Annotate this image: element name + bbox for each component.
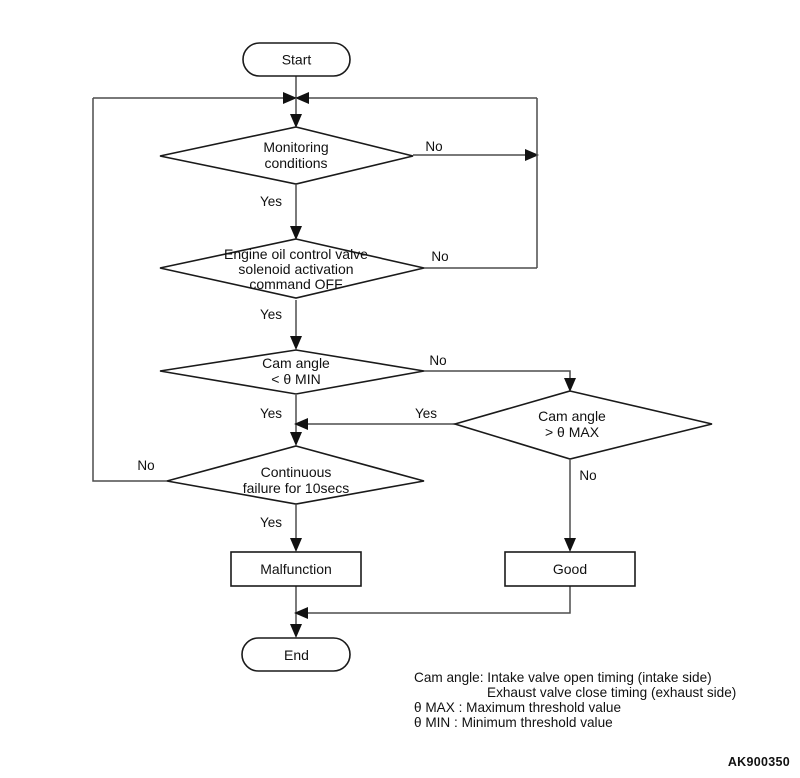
arrowhead-into-malfunction: [290, 538, 302, 552]
arrowhead-into-end: [290, 624, 302, 638]
end-capsule: [241, 637, 351, 672]
arrowhead-monitoring-no: [525, 149, 539, 161]
solenoid-diamond: [159, 238, 425, 299]
cam-min-label-line2: < θ MIN: [271, 371, 320, 387]
malfunction-box: [230, 551, 362, 587]
continuous-failure-yes-label: Yes: [260, 515, 282, 530]
arrowhead-into-continuous-failure: [290, 432, 302, 446]
node-good[interactable]: Good: [504, 551, 636, 587]
cam-max-yes-label: Yes: [415, 406, 437, 421]
reference-code: AK900350: [728, 755, 790, 769]
node-decision-continuous-failure[interactable]: Continuous failure for 10secs: [166, 445, 425, 505]
malfunction-label: Malfunction: [260, 561, 332, 577]
monitoring-label-line2: conditions: [264, 155, 327, 171]
monitoring-diamond: [159, 126, 414, 185]
monitoring-no-label: No: [425, 139, 442, 154]
cam-min-diamond: [159, 349, 425, 395]
solenoid-label-line2: solenoid activation: [238, 261, 353, 277]
node-end[interactable]: End: [241, 637, 351, 672]
cam-max-label-line2: > θ MAX: [545, 424, 600, 440]
legend-line-3: θ MAX : Maximum threshold value: [414, 700, 621, 715]
continuous-failure-no-label: No: [137, 458, 154, 473]
cam-max-label-line1: Cam angle: [538, 408, 606, 424]
arrowhead-left-return-join: [283, 92, 297, 104]
node-decision-monitoring[interactable]: Monitoring conditions: [159, 126, 414, 185]
legend-line-2: Exhaust valve close timing (exhaust side…: [487, 685, 736, 700]
good-box: [504, 551, 636, 587]
monitoring-label-line1: Monitoring: [263, 139, 328, 155]
end-label: End: [284, 647, 309, 663]
connectors: [92, 76, 576, 638]
connector-continuous-failure-no: [92, 98, 167, 482]
solenoid-label-line1: Engine oil control valve: [224, 246, 368, 262]
node-malfunction[interactable]: Malfunction: [230, 551, 362, 587]
solenoid-yes-label: Yes: [260, 307, 282, 322]
cam-min-no-label: No: [429, 353, 446, 368]
cam-min-label-line1: Cam angle: [262, 355, 330, 371]
arrowhead-into-solenoid: [290, 226, 302, 240]
arrowhead-good-join: [294, 607, 308, 619]
cam-max-no-label: No: [579, 468, 596, 483]
good-label: Good: [553, 561, 587, 577]
cam-max-diamond: [452, 390, 713, 460]
continuous-failure-diamond: [166, 445, 425, 505]
cam-min-yes-label: Yes: [260, 406, 282, 421]
continuous-failure-label-line1: Continuous: [261, 464, 332, 480]
arrowhead-right-return-join: [295, 92, 309, 104]
arrowhead-into-monitoring: [290, 114, 302, 128]
arrowhead-into-good: [564, 538, 576, 552]
node-decision-cam-max[interactable]: Cam angle > θ MAX: [452, 390, 713, 460]
legend: Cam angle: Intake valve open timing (int…: [414, 670, 736, 730]
monitoring-yes-label: Yes: [260, 194, 282, 209]
connector-good-to-end: [296, 586, 571, 614]
start-capsule: [242, 42, 351, 77]
legend-line-4: θ MIN : Minimum threshold value: [414, 715, 613, 730]
continuous-failure-label-line2: failure for 10secs: [243, 480, 350, 496]
arrowhead-into-cam-max: [564, 378, 576, 392]
node-decision-cam-min[interactable]: Cam angle < θ MIN: [159, 349, 425, 395]
arrowhead-cam-max-yes: [294, 418, 308, 430]
start-label: Start: [282, 52, 312, 68]
connector-cam-min-no: [424, 370, 571, 388]
node-start[interactable]: Start: [242, 42, 351, 77]
solenoid-label-line3: command OFF: [249, 276, 342, 292]
node-decision-solenoid[interactable]: Engine oil control valve solenoid activa…: [159, 238, 425, 299]
legend-line-1: Cam angle: Intake valve open timing (int…: [414, 670, 712, 685]
arrowhead-into-cam-min: [290, 336, 302, 350]
solenoid-no-label: No: [431, 249, 448, 264]
